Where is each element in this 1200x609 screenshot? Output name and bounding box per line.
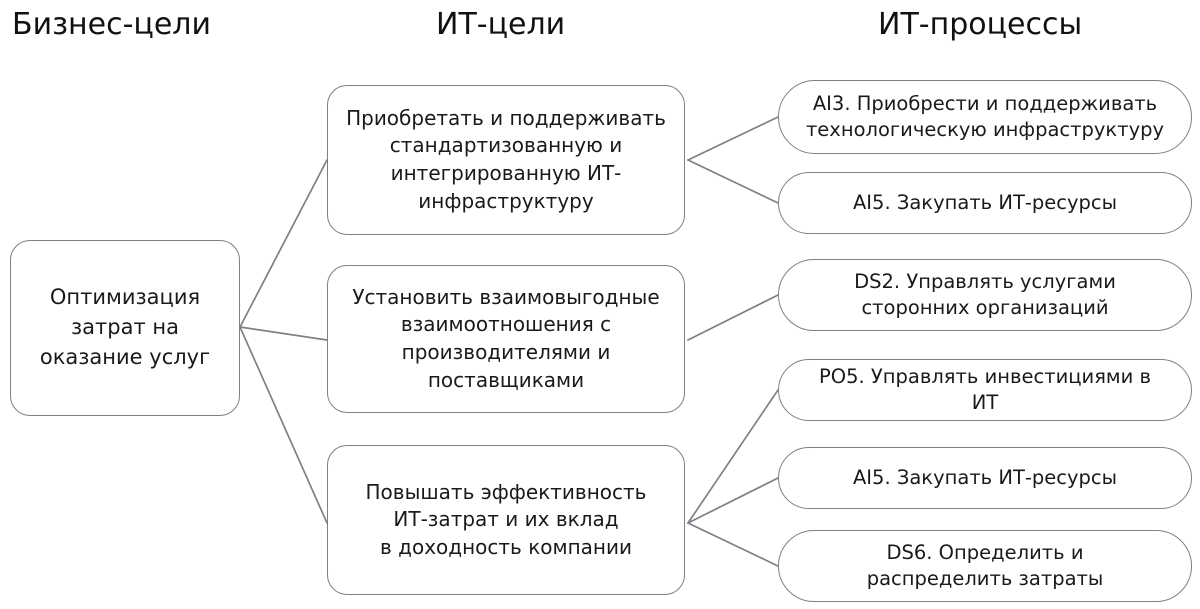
it-goal-node-infrastructure[interactable]: Приобретать и поддерживать стандартизова… xyxy=(327,85,685,235)
connector-bg1-g2 xyxy=(239,326,328,341)
connector-bg1-g1 xyxy=(239,159,328,328)
it-process-label: AI5. Закупать ИТ-ресурсы xyxy=(852,465,1118,489)
it-process-node-ai5-bottom[interactable]: AI5. Закупать ИТ-ресурсы xyxy=(778,447,1192,509)
it-process-node-ds2[interactable]: DS2. Управлять услугами сторонних органи… xyxy=(778,259,1192,331)
it-goal-node-cost-effectiveness[interactable]: Повышать эффективность ИТ-затрат и их вк… xyxy=(327,445,685,595)
it-process-label: PO5. Управлять инвестициями в ИТ xyxy=(818,364,1152,414)
it-process-label: AI3. Приобрести и поддерживать технологи… xyxy=(805,91,1165,141)
it-process-node-ai3[interactable]: AI3. Приобрести и поддерживать технологи… xyxy=(778,80,1192,154)
it-process-node-ai5-top[interactable]: AI5. Закупать ИТ-ресурсы xyxy=(778,172,1192,234)
it-process-label: AI5. Закупать ИТ-ресурсы xyxy=(852,190,1118,214)
connector-g1-p2 xyxy=(687,159,779,204)
it-goal-label: Приобретать и поддерживать стандартизова… xyxy=(346,105,666,213)
it-process-label: DS2. Управлять услугами сторонних органи… xyxy=(854,269,1116,319)
connector-g1-p1 xyxy=(687,116,779,161)
it-goal-node-supplier-relations[interactable]: Установить взаимовыгодные взаимоотношени… xyxy=(327,265,685,413)
business-goal-label: Оптимизация затрат на оказание услуг xyxy=(39,285,211,369)
column-header-it-goals: ИТ-цели xyxy=(436,7,566,42)
it-goal-label: Установить взаимовыгодные взаимоотношени… xyxy=(352,284,660,392)
it-process-label: DS6. Определить и распределить затраты xyxy=(866,540,1104,590)
connector-g2-p3 xyxy=(687,294,779,341)
it-goal-label: Повышать эффективность ИТ-затрат и их вк… xyxy=(365,479,647,559)
connector-g3-p4 xyxy=(687,389,779,524)
column-header-business-goals: Бизнес-цели xyxy=(12,7,211,42)
connector-bg1-g3 xyxy=(239,326,328,524)
it-process-node-ds6[interactable]: DS6. Определить и распределить затраты xyxy=(778,530,1192,602)
connector-g3-p6 xyxy=(687,522,779,567)
business-goal-node-optimizaciya-zatrat[interactable]: Оптимизация затрат на оказание услуг xyxy=(10,240,240,416)
connector-g3-p5 xyxy=(687,477,779,524)
it-process-node-po5[interactable]: PO5. Управлять инвестициями в ИТ xyxy=(778,359,1192,421)
column-header-it-processes: ИТ-процессы xyxy=(878,7,1083,42)
